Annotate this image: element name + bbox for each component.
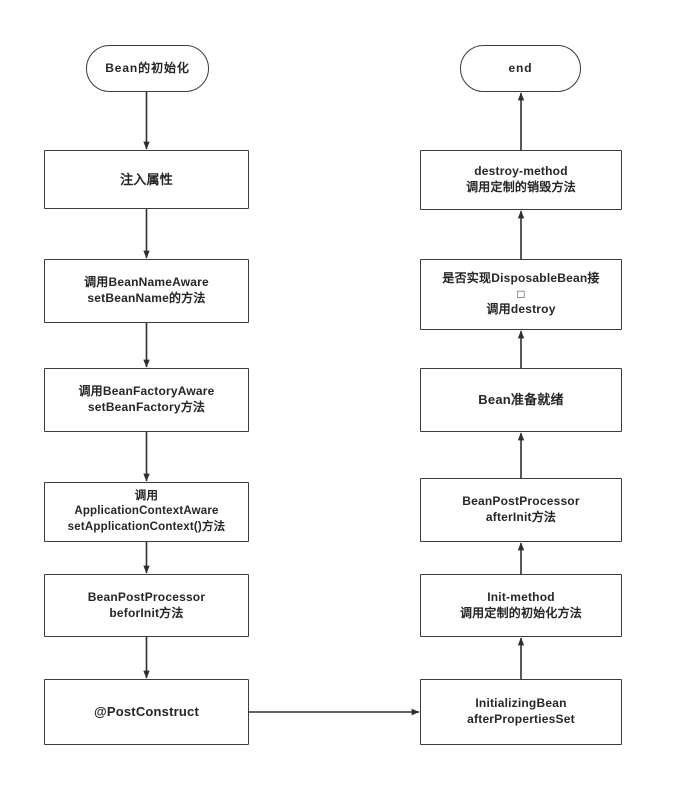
node-bean-initialization-start[interactable]: Bean的初始化 <box>86 45 209 92</box>
node-applicationcontextaware-setapplicationcontext[interactable]: 调用 ApplicationContextAware setApplicatio… <box>44 482 249 542</box>
node-label: 调用 ApplicationContextAware setApplicatio… <box>67 490 226 533</box>
node-end-terminator[interactable]: end <box>460 45 581 92</box>
node-label: 调用BeanNameAware setBeanName的方法 <box>84 275 209 305</box>
node-postconstruct[interactable]: @PostConstruct <box>44 679 249 745</box>
node-destroy-method[interactable]: destroy-method 调用定制的销毁方法 <box>420 150 622 210</box>
node-label: Bean的初始化 <box>105 60 190 75</box>
node-label: destroy-method 调用定制的销毁方法 <box>466 164 576 194</box>
node-initializingbean-afterpropertiesset[interactable]: InitializingBean afterPropertiesSet <box>420 679 622 745</box>
node-label: InitializingBean afterPropertiesSet <box>467 696 575 726</box>
node-label: @PostConstruct <box>93 704 200 720</box>
node-beanpostprocessor-beforinit[interactable]: BeanPostProcessor beforInit方法 <box>44 574 249 637</box>
node-label: BeanPostProcessor afterInit方法 <box>462 494 580 524</box>
node-label: Init-method 调用定制的初始化方法 <box>459 589 582 620</box>
node-label: end <box>508 60 533 75</box>
node-bean-ready[interactable]: Bean准备就绪 <box>420 368 622 432</box>
node-beanfactoryaware-setbeanfactory[interactable]: 调用BeanFactoryAware setBeanFactory方法 <box>44 368 249 432</box>
node-label: 是否实现DisposableBean接 □ 调用destroy <box>442 270 600 317</box>
node-inject-properties[interactable]: 注入属性 <box>44 150 249 209</box>
node-label: 注入属性 <box>120 171 173 187</box>
node-beanpostprocessor-afterinit[interactable]: BeanPostProcessor afterInit方法 <box>420 478 622 542</box>
node-label: BeanPostProcessor beforInit方法 <box>87 589 206 620</box>
node-label: Bean准备就绪 <box>478 392 564 408</box>
node-beannameaware-setbeanname[interactable]: 调用BeanNameAware setBeanName的方法 <box>44 259 249 323</box>
node-label: 调用BeanFactoryAware setBeanFactory方法 <box>78 384 215 414</box>
node-disposablebean-destroy[interactable]: 是否实现DisposableBean接 □ 调用destroy <box>420 259 622 330</box>
node-init-method[interactable]: Init-method 调用定制的初始化方法 <box>420 574 622 637</box>
